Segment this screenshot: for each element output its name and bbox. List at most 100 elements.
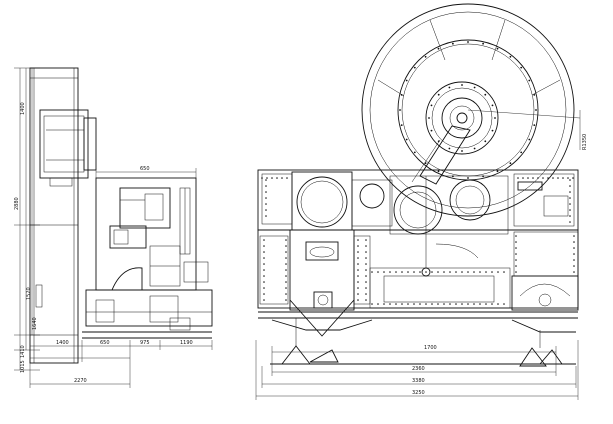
rivet [515, 247, 517, 249]
rivet [365, 263, 367, 265]
rivet [261, 177, 263, 179]
rivet [263, 239, 265, 241]
rivet [263, 245, 265, 247]
rivet [395, 303, 397, 305]
dim-front-sub-width-2: 2360 [412, 366, 425, 372]
bolt [528, 79, 531, 82]
bolt [496, 170, 499, 173]
rivet [515, 253, 517, 255]
rivet [371, 303, 373, 305]
rivet [537, 177, 539, 179]
rivet [271, 177, 273, 179]
rivet [395, 271, 397, 273]
rivet [265, 191, 267, 193]
bolt [520, 66, 523, 69]
bolt [496, 47, 499, 50]
rivet [389, 303, 391, 305]
rivet [497, 271, 499, 273]
rivet [515, 241, 517, 243]
rivet [503, 271, 505, 273]
rivet [401, 303, 403, 305]
bolt [484, 140, 487, 143]
rivet [357, 293, 359, 295]
bolt [430, 104, 433, 107]
rivet [413, 303, 415, 305]
side-view: 2880 1400 1520 1410 1015 1640 [14, 67, 213, 388]
rivet [437, 303, 439, 305]
rivet [263, 293, 265, 295]
rivet [573, 253, 575, 255]
rivet [515, 265, 517, 267]
side-hub [39, 109, 97, 187]
side-top-dimension: 650 [95, 166, 197, 178]
rivet [573, 247, 575, 249]
bolt [509, 55, 512, 58]
rivet [569, 221, 571, 223]
rivet [285, 293, 287, 295]
bolt [448, 86, 451, 89]
bolt [473, 86, 476, 89]
rivet [263, 251, 265, 253]
rivet [569, 203, 571, 205]
bolt [405, 138, 408, 141]
bolt [461, 84, 463, 86]
rivet [473, 271, 475, 273]
rivet [425, 271, 427, 273]
dim-side-bottom-total: 2270 [74, 378, 87, 384]
rivet [377, 303, 379, 305]
front-lower-frame [257, 229, 579, 337]
rivet [285, 257, 287, 259]
rivet [491, 303, 493, 305]
rivet [572, 177, 574, 179]
side-gearbox [95, 177, 209, 291]
rivet [532, 177, 534, 179]
rivet [503, 303, 505, 305]
bolt [430, 129, 433, 132]
bolt [448, 147, 451, 150]
rivet [455, 303, 457, 305]
rivet [365, 245, 367, 247]
rivet [365, 293, 367, 295]
dim-side-bottom-1: 1400 [56, 340, 69, 346]
rivet [265, 197, 267, 199]
bolt [491, 129, 494, 132]
rivet [569, 197, 571, 199]
rivet [419, 271, 421, 273]
rivet [281, 177, 283, 179]
rivet [357, 299, 359, 301]
rivet [286, 177, 288, 179]
front-view: R1350 [255, 3, 588, 400]
rivet [365, 251, 367, 253]
rivet [285, 263, 287, 265]
bolt [467, 177, 469, 179]
rivet [449, 303, 451, 305]
rivet [265, 185, 267, 187]
rivet [569, 179, 571, 181]
rivet [407, 303, 409, 305]
hub-bolt-ring [428, 84, 496, 152]
rivet [263, 269, 265, 271]
rivet [485, 271, 487, 273]
rivet [263, 257, 265, 259]
rivet [357, 281, 359, 283]
bolt [533, 94, 536, 96]
rivet [527, 177, 529, 179]
rivet [263, 275, 265, 277]
bolt [535, 109, 537, 111]
rivet [522, 177, 524, 179]
rivet [431, 303, 433, 305]
rivet [573, 265, 575, 267]
dim-side-vertical-2: 1400 [20, 102, 26, 115]
rivet [467, 303, 469, 305]
bolt [533, 124, 536, 126]
rivet [515, 235, 517, 237]
dim-side-vertical-4: 1410 [20, 345, 26, 358]
bolt [428, 117, 430, 119]
rivet [357, 239, 359, 241]
dim-side-vertical-3: 1520 [26, 287, 32, 300]
dim-side-bottom-2: 650 [100, 340, 110, 346]
bolt [413, 151, 416, 154]
rivet [365, 257, 367, 259]
rivet [365, 281, 367, 283]
